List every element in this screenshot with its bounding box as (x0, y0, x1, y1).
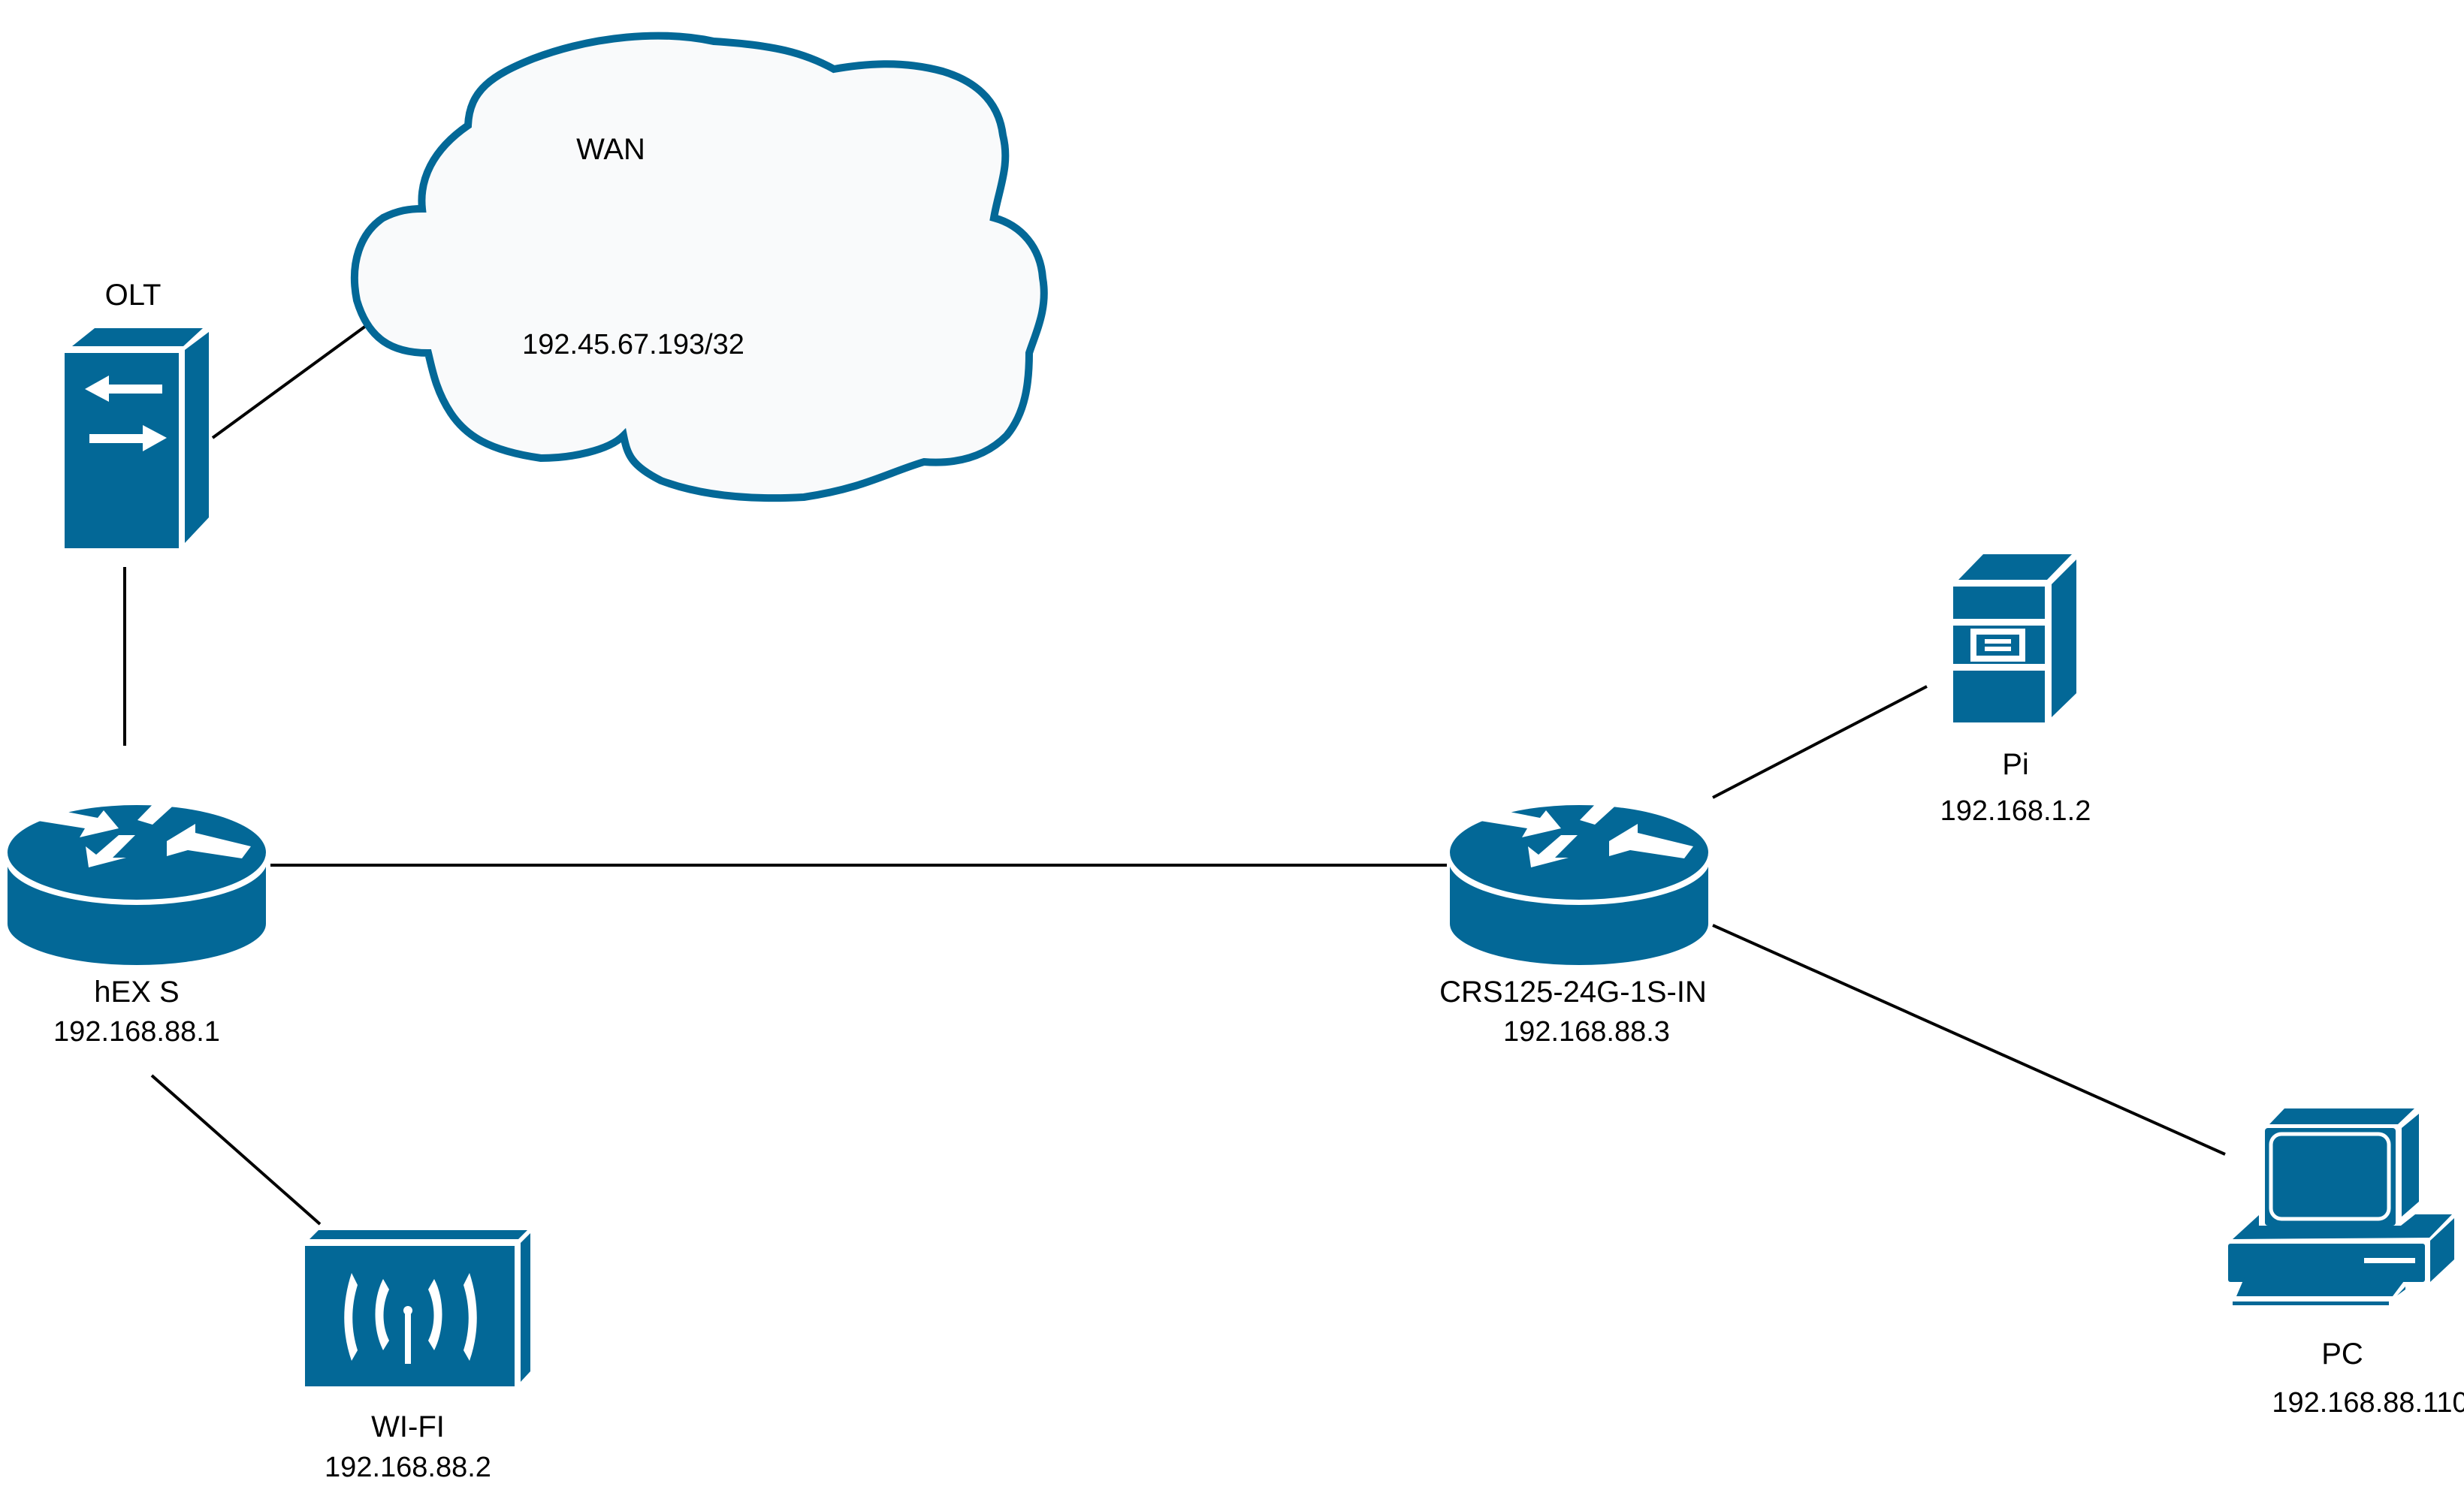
node-wifi[interactable]: WI-FI 192.168.88.2 (305, 1230, 530, 1483)
link-crs-pc (1712, 924, 2226, 1156)
wifi-ip: 192.168.88.2 (325, 1452, 491, 1483)
hex-label: hEX S (94, 976, 179, 1009)
server-icon (1953, 554, 2076, 722)
router-icon (6, 786, 267, 965)
pi-label: Pi (2002, 748, 2029, 781)
olt-label: OLT (105, 279, 162, 312)
links (123, 294, 2226, 1226)
switch-icon (65, 328, 209, 548)
wan-label: WAN (576, 133, 645, 166)
router-icon (1448, 786, 1710, 965)
node-pc[interactable]: PC 192.168.88.110 (2228, 1108, 2464, 1419)
crs-label: CRS125-24G-1S-IN (1439, 976, 1707, 1009)
pc-ip: 192.168.88.110 (2272, 1387, 2464, 1419)
link-hex-wifi (150, 1074, 322, 1226)
pi-ip: 192.168.1.2 (1940, 795, 2091, 827)
wireless-access-point-icon (305, 1230, 530, 1386)
wan-ip: 192.45.67.193/32 (522, 329, 744, 360)
node-hex[interactable]: hEX S 192.168.88.1 (6, 786, 267, 1048)
cloud-icon (351, 32, 1048, 502)
node-wan[interactable]: WAN 192.45.67.193/32 (351, 32, 1048, 502)
crs-ip: 192.168.88.3 (1503, 1016, 1670, 1048)
node-crs[interactable]: CRS125-24G-1S-IN 192.168.88.3 (1439, 786, 1710, 1048)
node-olt[interactable]: OLT (65, 279, 209, 548)
pc-label: PC (2321, 1338, 2363, 1371)
workstation-icon (2228, 1108, 2454, 1305)
wifi-label: WI-FI (371, 1410, 445, 1443)
link-crs-pi (1712, 685, 1928, 799)
hex-ip: 192.168.88.1 (53, 1016, 220, 1048)
node-pi[interactable]: Pi 192.168.1.2 (1940, 554, 2091, 827)
